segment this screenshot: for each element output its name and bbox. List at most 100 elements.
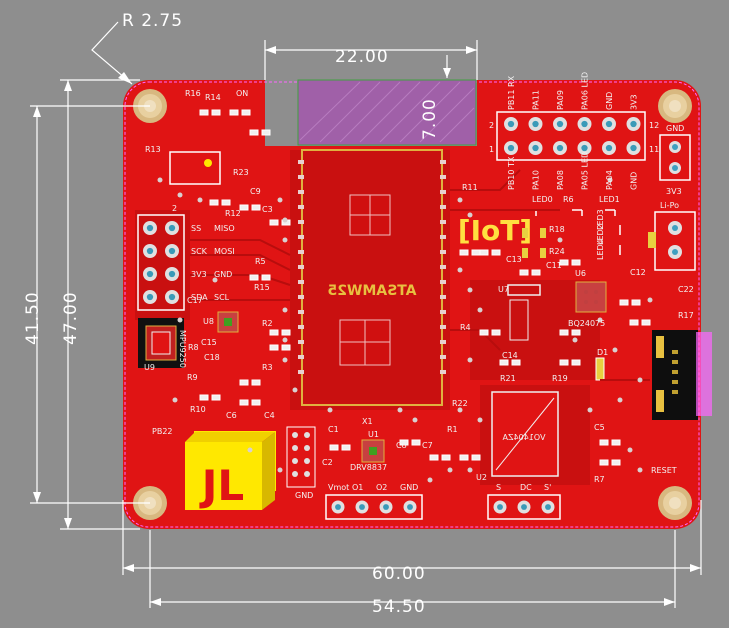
left-header-label: SCL [214, 293, 230, 302]
led-label: LED1 [599, 195, 620, 204]
dim-cutout-height: 7.00 [420, 98, 440, 140]
ref-designator: R21 [500, 374, 516, 383]
small-label: GND [295, 491, 313, 500]
mount-hole-bottom-right [658, 486, 692, 520]
header-pin [553, 141, 567, 155]
bottom-header-label: GND [400, 483, 418, 492]
ref-designator: R3 [262, 363, 273, 372]
gnd-header-label: GND [666, 124, 684, 133]
ref-designator: R11 [462, 183, 478, 192]
header-pin [626, 141, 641, 155]
header-pin-number: 11 [649, 145, 659, 154]
bottom-header-pin [355, 500, 369, 514]
ref-designator: U2 [476, 473, 487, 482]
ref-designator: C14 [502, 351, 518, 360]
ref-designator: C22 [678, 285, 694, 294]
ref-designator: C12 [630, 268, 646, 277]
mount-hole-top-right [658, 89, 692, 123]
ref-designator: R12 [225, 209, 241, 218]
ref-designator: C3 [262, 205, 273, 214]
left-header-pin [143, 244, 157, 258]
ref-designator: R18 [549, 225, 565, 234]
small-label: PB22 [152, 427, 173, 436]
left-header-pin [165, 221, 179, 235]
top-header-label: PA09 [556, 90, 565, 110]
header-pin [602, 141, 616, 155]
left-header-number: 2 [172, 204, 177, 213]
traces [190, 169, 650, 381]
ref-designator: ON [236, 89, 248, 98]
ref-designator: R6 [563, 195, 574, 204]
left-header-label: 3V3 [191, 270, 207, 279]
header-pin-number: 1 [489, 145, 494, 154]
ref-designator: R10 [190, 405, 206, 414]
charger-chip [575, 281, 607, 313]
ref-designator: R7 [594, 475, 605, 484]
bottom-header-pin [403, 500, 417, 514]
top-header [496, 111, 646, 161]
module-outline [301, 149, 443, 406]
left-header-label: SS [191, 224, 201, 233]
gnd-3v3-header [659, 134, 691, 181]
top-header-label: 3V3 [630, 94, 639, 110]
ref-designator: D1 [597, 348, 608, 357]
header-pin-number: 2 [489, 121, 494, 130]
ref-designator: U9 [144, 363, 155, 372]
module-label: ATSAMW25 [327, 283, 416, 299]
regulator-label: VO1404ZA [502, 433, 545, 442]
ref-designator: C17 [187, 296, 203, 305]
header-pin [504, 117, 518, 131]
ref-designator: R22 [452, 399, 468, 408]
small-label: BQ24075 [568, 319, 605, 328]
header-pin [577, 141, 592, 155]
ref-designator: C7 [422, 441, 433, 450]
bottom-header-a [325, 494, 423, 520]
ref-designator: U1 [368, 430, 379, 439]
ref-designator: R14 [205, 93, 221, 102]
led-label: LED4 [596, 239, 605, 260]
regulator: VO1404ZA [491, 391, 559, 477]
left-header-pin [143, 267, 157, 281]
ref-designator: C15 [201, 338, 217, 347]
u7-chip [507, 284, 541, 296]
top-header-label: PB11 RX [507, 75, 516, 110]
bottom-header-label: O2 [376, 483, 387, 492]
led-label: LED0 [532, 195, 553, 204]
header-pin [528, 117, 543, 131]
ref-designator: R8 [188, 343, 199, 352]
ref-designator: X1 [362, 417, 373, 426]
imu-chip [138, 318, 184, 368]
ref-designator: C9 [250, 187, 261, 196]
dim-height-outer: 47.00 [61, 291, 81, 345]
bottom-header-b [487, 494, 561, 520]
dim-radius: R 2.75 [122, 11, 183, 31]
ref-designator: C18 [204, 353, 220, 362]
left-header-label: SDA [191, 293, 208, 302]
left-header-pin [165, 267, 179, 281]
ref-designator: R9 [187, 373, 198, 382]
ref-designator: R15 [254, 283, 270, 292]
dim-cutout-width: 22.00 [335, 47, 389, 67]
ref-designator: C11 [546, 261, 562, 270]
led-label: LED3 [596, 209, 605, 230]
crystal [169, 151, 221, 185]
small-label: MPU9250 [178, 330, 187, 368]
ref-designator: C5 [594, 423, 605, 432]
ref-designator: R17 [678, 311, 694, 320]
ref-designator: C13 [506, 255, 522, 264]
left-header [137, 214, 185, 311]
logo-text: JL [199, 461, 244, 510]
header-pin [504, 141, 518, 155]
top-header-label: PA04 [605, 170, 614, 190]
lipo-label: Li-Po [660, 201, 679, 210]
top-header-label: GND [605, 92, 614, 110]
ref-designator: R4 [460, 323, 471, 332]
ref-designator: R24 [549, 247, 565, 256]
bottom-header-pin [517, 500, 531, 514]
header-pin [577, 117, 592, 131]
ref-designator: R13 [145, 145, 161, 154]
ref-designator: R2 [262, 319, 273, 328]
bottom-header-label: Vmot [328, 483, 349, 492]
